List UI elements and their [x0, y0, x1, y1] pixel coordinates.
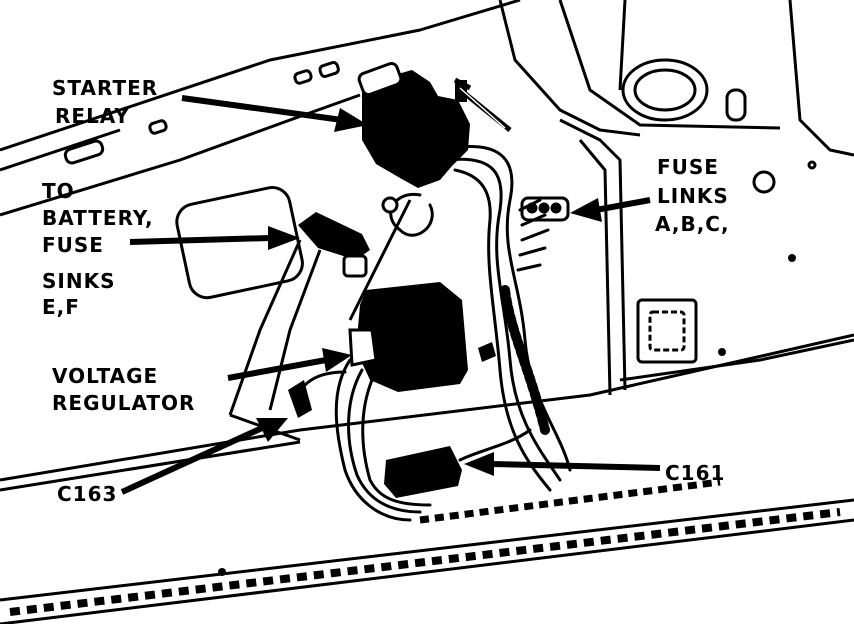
starter-relay-arrow [181, 95, 368, 132]
fuse-link-connector [520, 196, 570, 222]
c161-arrow [464, 452, 661, 476]
label-to-battery-line2: BATTERY, [42, 206, 154, 230]
label-c161: C161 [665, 461, 725, 485]
bottom-weatherstrip [0, 478, 854, 624]
callout-arrows [120, 95, 661, 495]
voltage-regulator-arrow [227, 348, 352, 381]
label-fuse-links-line1: FUSE [657, 155, 719, 179]
fuse-links-arrow [570, 197, 651, 222]
label-to-battery-line3: FUSE [42, 233, 104, 257]
label-voltage-regulator-line2: REGULATOR [52, 391, 195, 415]
label-starter-relay-line2: RELAY [55, 104, 130, 128]
diagram-labels: STARTER RELAY TO BATTERY, FUSE SINKS E,F… [42, 76, 730, 506]
label-c163: C163 [57, 482, 117, 506]
label-to-battery-line1: TO [42, 179, 75, 203]
label-to-battery-line5: E,F [42, 295, 80, 319]
label-to-battery-line4: SINKS [42, 269, 116, 293]
fender-apron-outline [0, 0, 854, 492]
label-voltage-regulator-line1: VOLTAGE [52, 364, 158, 388]
wire-harness [303, 145, 572, 522]
label-fuse-links-line3: A,B,C, [655, 212, 730, 236]
c163-connector [288, 380, 312, 418]
label-starter-relay-line1: STARTER [52, 76, 158, 100]
apron-holes [63, 58, 817, 364]
voltage-regulator-body [348, 282, 496, 392]
c161-connector [384, 446, 462, 498]
battery-cable-terminal [298, 196, 399, 278]
starter-relay [357, 62, 512, 188]
c163-arrow [120, 418, 288, 495]
to-battery-arrow [129, 226, 300, 250]
label-fuse-links-line2: LINKS [657, 184, 729, 208]
